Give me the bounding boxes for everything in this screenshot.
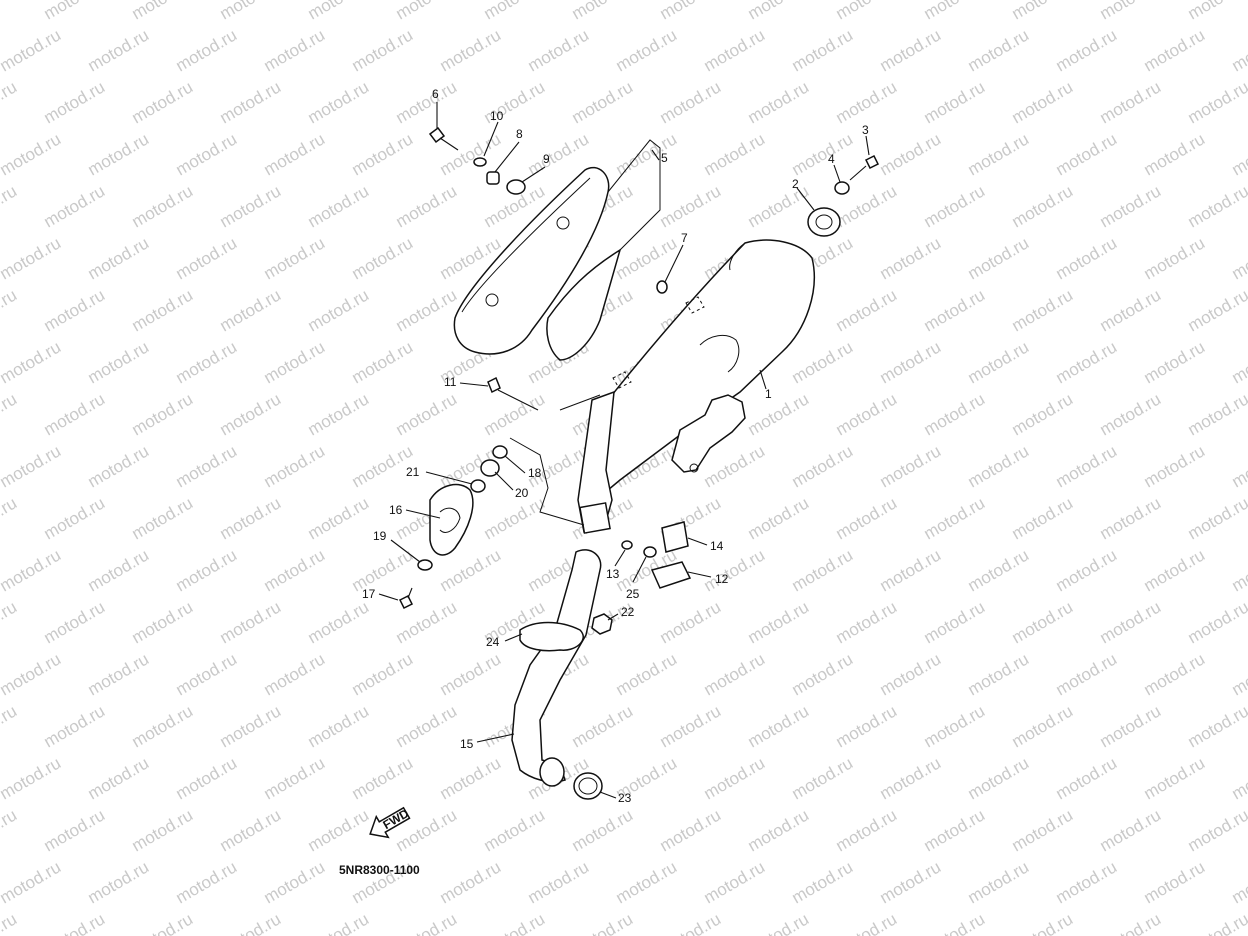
callout-5: 5 — [661, 151, 668, 165]
callout-14: 14 — [710, 539, 724, 553]
callout-23: 23 — [618, 791, 632, 805]
callout-22: 22 — [621, 605, 635, 619]
callout-7: 7 — [681, 231, 688, 245]
callout-21: 21 — [406, 465, 420, 479]
callout-6: 6 — [432, 87, 439, 101]
callout-13: 13 — [606, 567, 620, 581]
callout-12: 12 — [715, 572, 729, 586]
callout-19: 19 — [373, 529, 387, 543]
callout-15: 15 — [460, 737, 474, 751]
callout-11: 11 — [444, 375, 457, 389]
callout-17: 17 — [362, 587, 376, 601]
heat-protector — [453, 139, 661, 361]
callout-labels: 1 2 3 4 5 6 7 8 9 10 11 12 13 14 15 16 1… — [362, 87, 869, 805]
muffler — [577, 239, 816, 534]
callout-25: 25 — [626, 587, 640, 601]
callout-20: 20 — [515, 486, 529, 500]
callout-1: 1 — [765, 387, 772, 401]
callout-16: 16 — [389, 503, 403, 517]
callout-24: 24 — [486, 635, 500, 649]
callout-2: 2 — [792, 177, 799, 191]
hardware — [398, 126, 880, 635]
callout-9: 9 — [543, 152, 550, 166]
diagram-code: 5NR8300-1100 — [339, 863, 420, 877]
callout-8: 8 — [516, 127, 523, 141]
callout-4: 4 — [828, 152, 835, 166]
fwd-label: FWD — [381, 806, 412, 832]
exhaust-pipe — [511, 549, 603, 800]
callout-3: 3 — [862, 123, 869, 137]
callout-10: 10 — [490, 109, 504, 123]
fwd-arrow: FWD — [369, 806, 412, 839]
callout-18: 18 — [528, 466, 542, 480]
leader-lines — [378, 102, 870, 799]
